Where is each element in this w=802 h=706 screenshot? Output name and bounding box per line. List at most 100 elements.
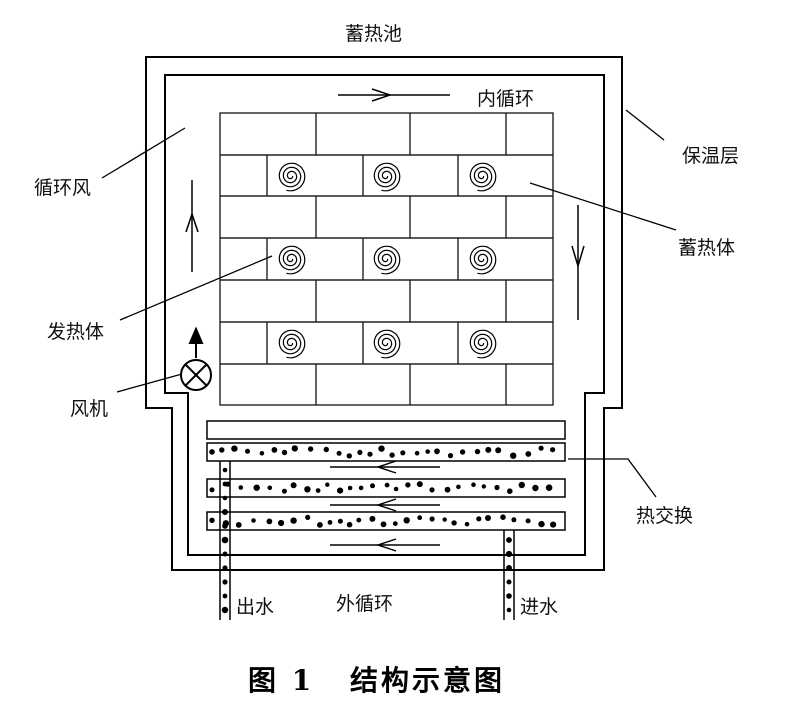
water-dot xyxy=(325,482,330,487)
water-dot xyxy=(337,487,344,494)
water-dot xyxy=(281,488,287,494)
water-dot xyxy=(545,484,553,492)
water-dot xyxy=(444,486,451,493)
fan-direction-arrowhead xyxy=(188,326,204,344)
outlet-water-dot xyxy=(222,509,228,515)
water-dot xyxy=(456,484,461,490)
water-dot xyxy=(417,515,423,521)
inlet-water-dot xyxy=(506,565,512,571)
water-dot xyxy=(307,446,314,452)
heater-coil-icon xyxy=(469,162,497,192)
water-dot xyxy=(259,451,265,456)
water-dot xyxy=(305,514,311,521)
insulation-outer-wall xyxy=(145,56,623,571)
insulation-label: 保温层 xyxy=(682,145,739,167)
water-dot xyxy=(510,452,517,459)
water-dot xyxy=(429,516,435,522)
water-dot xyxy=(369,515,376,522)
water-dot xyxy=(459,449,466,455)
water-dot xyxy=(403,517,410,524)
water-dot xyxy=(451,520,457,526)
tank-walls xyxy=(145,56,623,571)
figure-number: 图 1 xyxy=(248,664,314,697)
heater-coil-icon xyxy=(469,329,497,359)
water-dot xyxy=(507,488,513,495)
water-dot xyxy=(384,482,390,488)
water-dot xyxy=(380,521,387,528)
heater-coil-icon xyxy=(278,162,306,192)
water-dot xyxy=(290,517,297,524)
water-dot xyxy=(323,446,329,453)
water-dot xyxy=(317,522,323,528)
water-dot xyxy=(346,521,353,528)
water-dot xyxy=(471,482,476,488)
tank-inner-wall xyxy=(164,74,605,556)
water-dot xyxy=(336,450,342,456)
water-dot xyxy=(392,521,398,526)
outlet-water-dot xyxy=(222,551,228,557)
water-dot xyxy=(315,488,321,493)
water-dot xyxy=(400,450,406,456)
water-in-label: 进水 xyxy=(520,596,558,618)
water-dot xyxy=(278,519,285,527)
fan-leader xyxy=(116,373,183,393)
water-dots xyxy=(209,445,557,614)
outlet-water-dot xyxy=(222,565,228,571)
water-dot xyxy=(327,520,333,525)
water-dot xyxy=(538,520,545,528)
inner-loop-arrow xyxy=(338,88,450,102)
water-dot xyxy=(464,521,470,527)
outlet-water-dot xyxy=(221,536,229,544)
water-dot xyxy=(447,453,454,459)
water-dot xyxy=(532,484,539,492)
water-dot xyxy=(267,485,273,491)
water-dot xyxy=(358,485,364,491)
water-dot xyxy=(378,445,385,452)
inlet-water-dot xyxy=(506,593,512,599)
heater-coil-icon xyxy=(278,329,306,359)
outlet-water-dot xyxy=(221,606,229,614)
water-dot xyxy=(238,485,244,490)
water-dot xyxy=(357,449,363,455)
outlet-water-dot xyxy=(222,593,228,599)
water-out-label: 出水 xyxy=(236,596,274,618)
water-dot xyxy=(525,451,532,457)
figure-title: 结构示意图 xyxy=(350,664,505,697)
water-dot xyxy=(251,518,256,523)
water-dot xyxy=(518,481,525,489)
water-dot xyxy=(370,483,375,489)
outer-loop-label: 外循环 xyxy=(336,593,393,615)
inlet-water-dot xyxy=(506,579,512,585)
storage-body-leader xyxy=(529,182,677,231)
water-dot xyxy=(266,518,273,525)
storage-grid xyxy=(219,112,554,406)
water-dot xyxy=(525,518,531,524)
water-dot xyxy=(405,482,411,488)
downflow-arrow xyxy=(571,205,585,320)
water-dot xyxy=(209,449,215,455)
outlet-water-dot xyxy=(222,467,228,473)
heater-coils xyxy=(278,162,497,359)
water-dot xyxy=(281,449,288,456)
heat-exchanger xyxy=(206,420,566,620)
inlet-water-dot xyxy=(505,550,513,558)
upflow-arrow xyxy=(185,180,199,272)
water-dot xyxy=(209,487,215,493)
inlet-water-dot xyxy=(506,607,512,613)
fan xyxy=(180,326,212,391)
water-dot xyxy=(550,447,556,453)
heater-coil-icon xyxy=(469,245,497,275)
water-dot xyxy=(429,487,435,493)
water-dot xyxy=(538,445,544,451)
water-dot xyxy=(474,448,481,455)
water-dot xyxy=(347,485,353,491)
inner-loop-label: 内循环 xyxy=(477,88,534,110)
heater-coil-icon xyxy=(278,245,306,275)
outlet-water-dot xyxy=(222,495,228,501)
water-dot xyxy=(550,521,557,528)
insulation-leader xyxy=(625,109,665,141)
outlet-water-dot xyxy=(222,481,228,487)
circulating-air-leader xyxy=(101,127,186,179)
heat-exchanger-label: 热交换 xyxy=(636,505,693,527)
water-dot xyxy=(245,448,250,454)
